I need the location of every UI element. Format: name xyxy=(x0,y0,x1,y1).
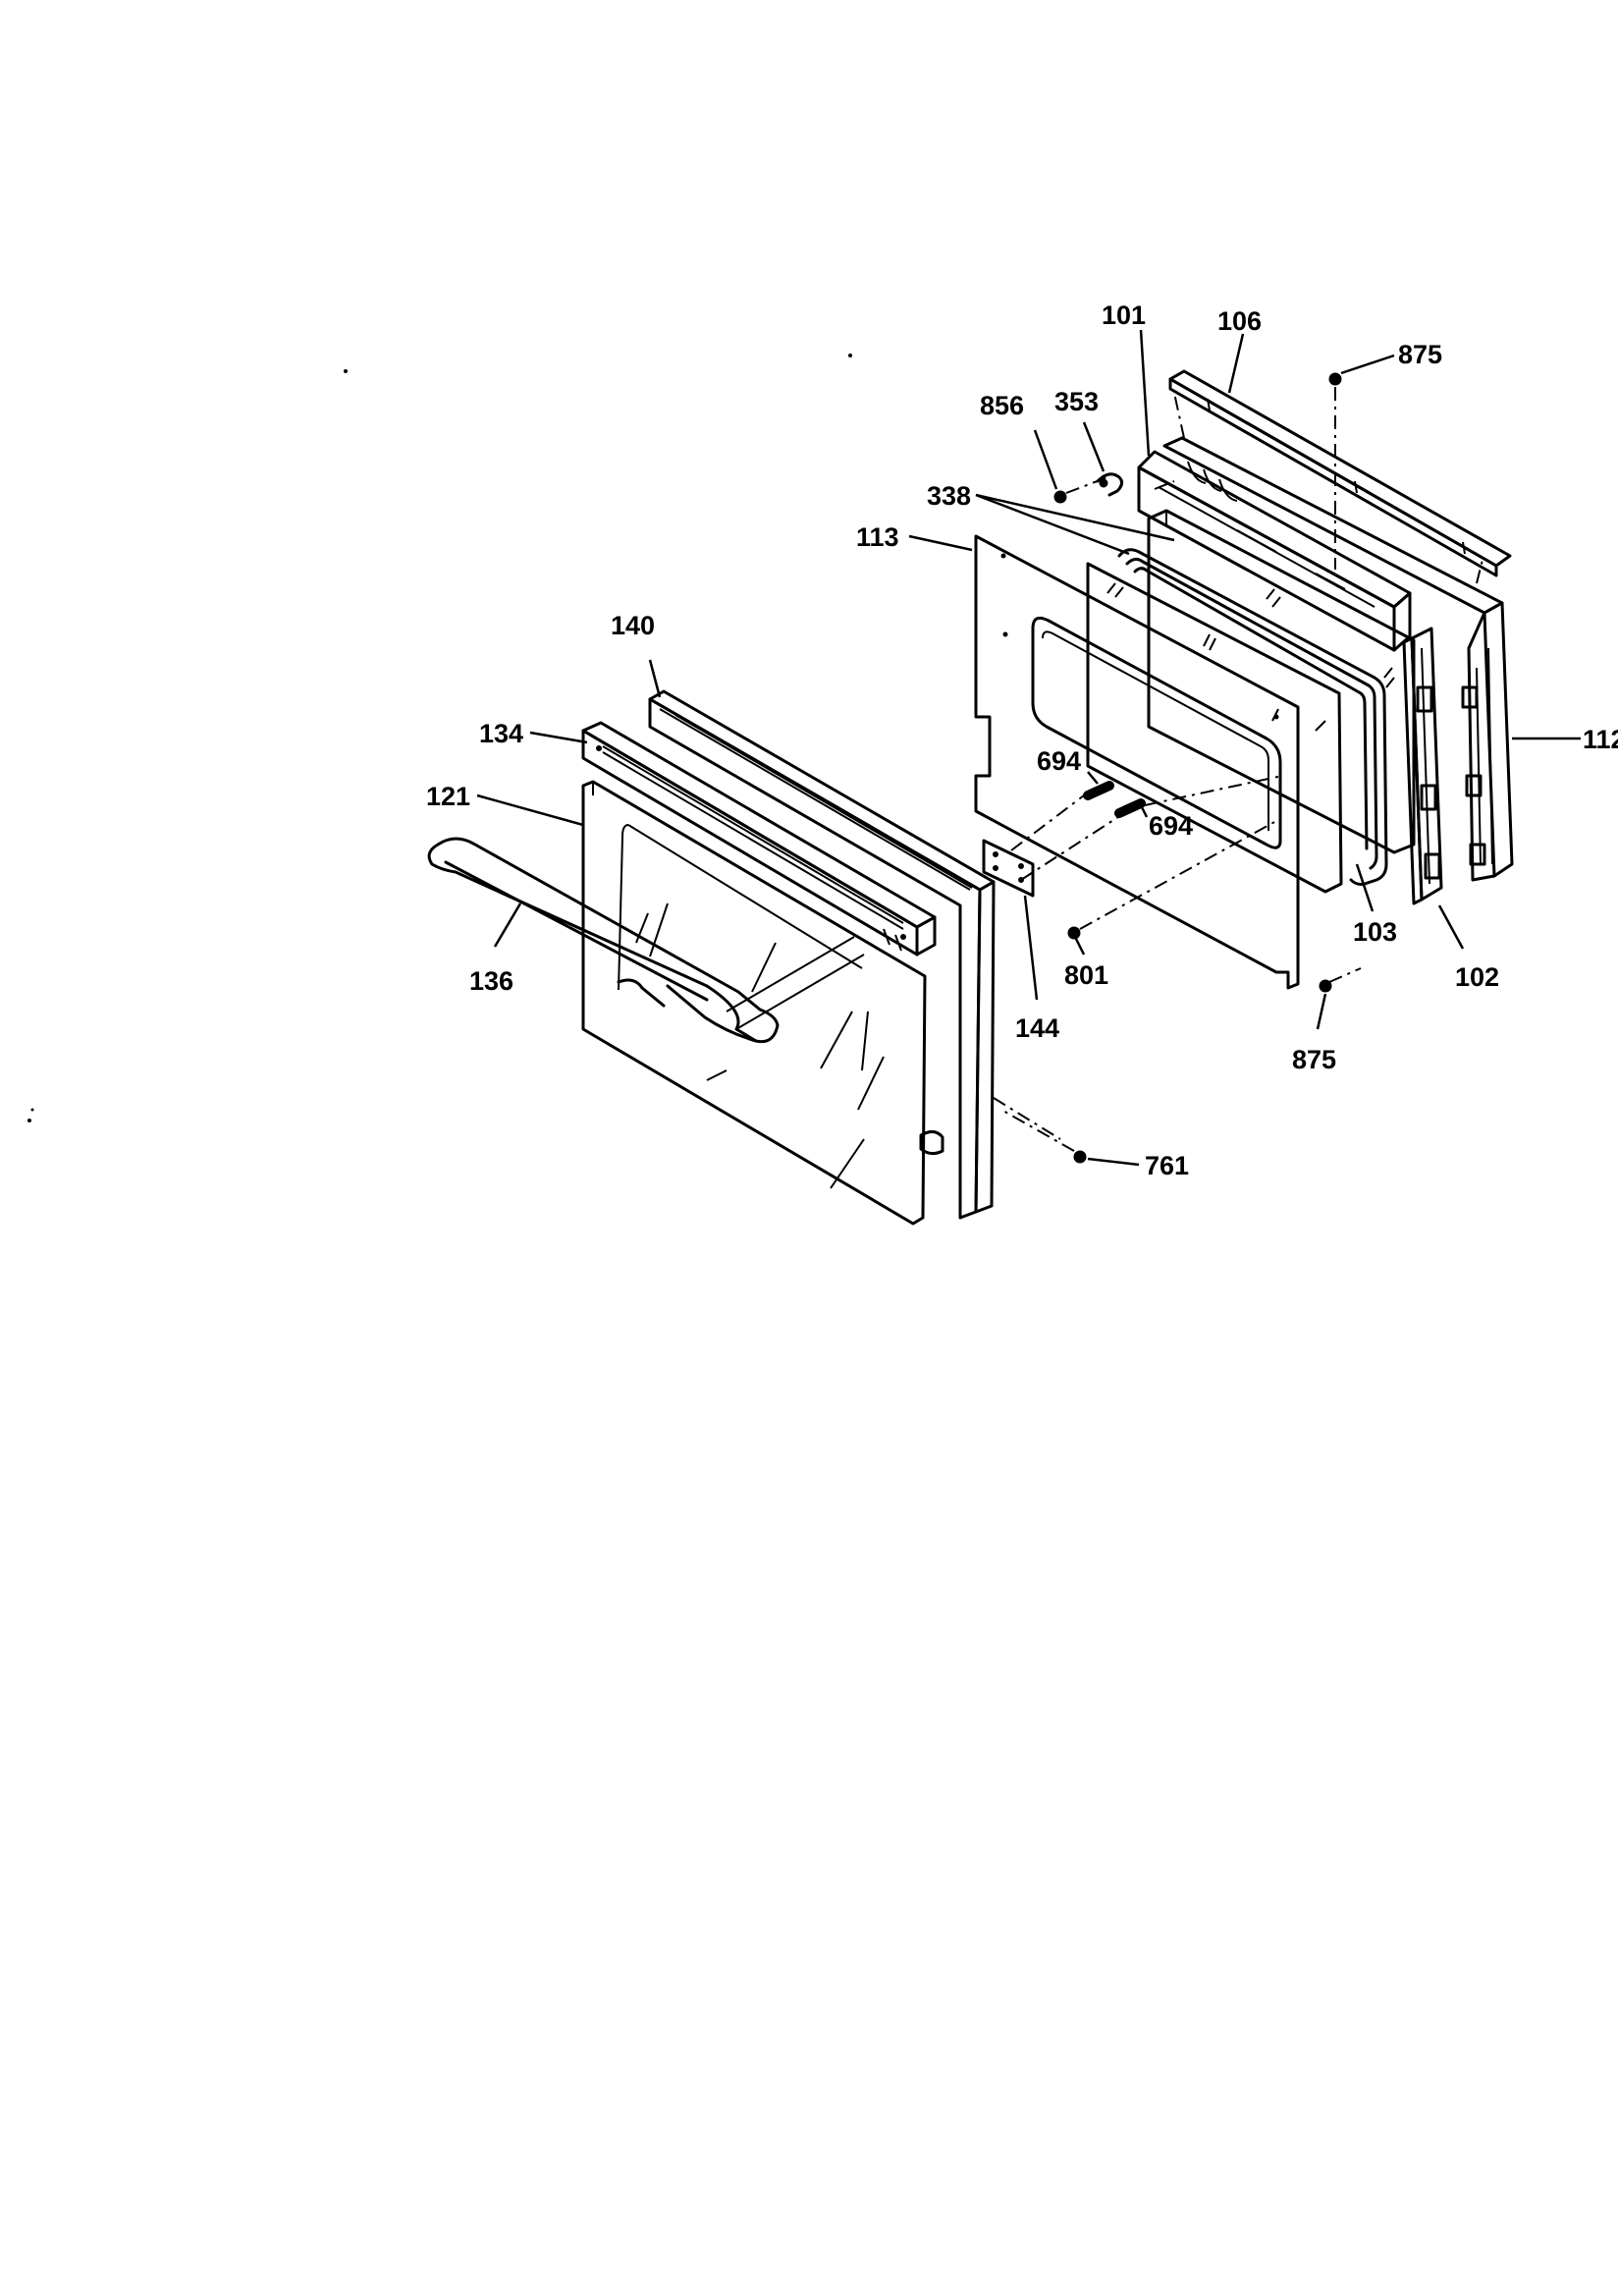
part-134-vent-trim xyxy=(581,721,937,957)
label-106: 106 xyxy=(1217,306,1262,336)
part-112-inner-door-liner xyxy=(1162,436,1581,882)
part-801-screw xyxy=(1067,820,1277,956)
label-694-left: 694 xyxy=(1037,746,1081,776)
part-694-screws xyxy=(1083,771,1149,818)
label-102: 102 xyxy=(1455,962,1499,992)
alignment-lines xyxy=(1010,392,1483,881)
label-694-right: 694 xyxy=(1149,811,1193,841)
label-101: 101 xyxy=(1102,301,1146,330)
leader-lines xyxy=(476,329,1245,948)
part-875-top-screw xyxy=(1328,354,1395,570)
scan-specks xyxy=(27,354,852,1122)
label-113: 113 xyxy=(856,522,899,552)
label-121: 121 xyxy=(426,782,470,811)
part-338-inner-glass-panel-front xyxy=(1086,562,1343,894)
part-121-outer-door-glass xyxy=(581,780,927,1226)
label-875-top: 875 xyxy=(1398,340,1442,369)
part-102-door-side-channel xyxy=(1402,627,1465,950)
label-801: 801 xyxy=(1064,960,1108,990)
part-875-bottom-screw xyxy=(1316,967,1362,1030)
label-112: 112 xyxy=(1583,725,1618,754)
part-338-inner-glass-panel-rear xyxy=(1147,509,1416,854)
label-856: 856 xyxy=(980,391,1024,420)
part-136-door-handle xyxy=(427,837,865,1044)
part-103-gasket-glass-pack xyxy=(1117,548,1388,912)
label-136: 136 xyxy=(469,966,513,996)
label-144: 144 xyxy=(1015,1013,1059,1043)
part-101-vent-duct xyxy=(1137,450,1412,652)
label-103: 103 xyxy=(1353,917,1397,947)
label-353: 353 xyxy=(1054,387,1099,416)
label-338: 338 xyxy=(927,481,971,511)
part-856-screw xyxy=(1033,429,1108,504)
label-140: 140 xyxy=(611,611,655,640)
part-labels: 101 106 875 856 353 338 113 112 140 134 … xyxy=(426,301,1618,1180)
part-761-screw xyxy=(1000,1109,1140,1167)
part-140-outer-door-frame xyxy=(648,689,1061,1220)
part-106-top-vent-trim xyxy=(1168,369,1512,577)
label-134: 134 xyxy=(479,719,523,748)
label-761: 761 xyxy=(1145,1151,1189,1180)
label-875-bottom: 875 xyxy=(1292,1045,1336,1074)
part-113-door-liner-panel xyxy=(974,534,1300,990)
part-144-hinge-bracket xyxy=(982,839,1039,1001)
part-353-clip xyxy=(1082,421,1124,497)
